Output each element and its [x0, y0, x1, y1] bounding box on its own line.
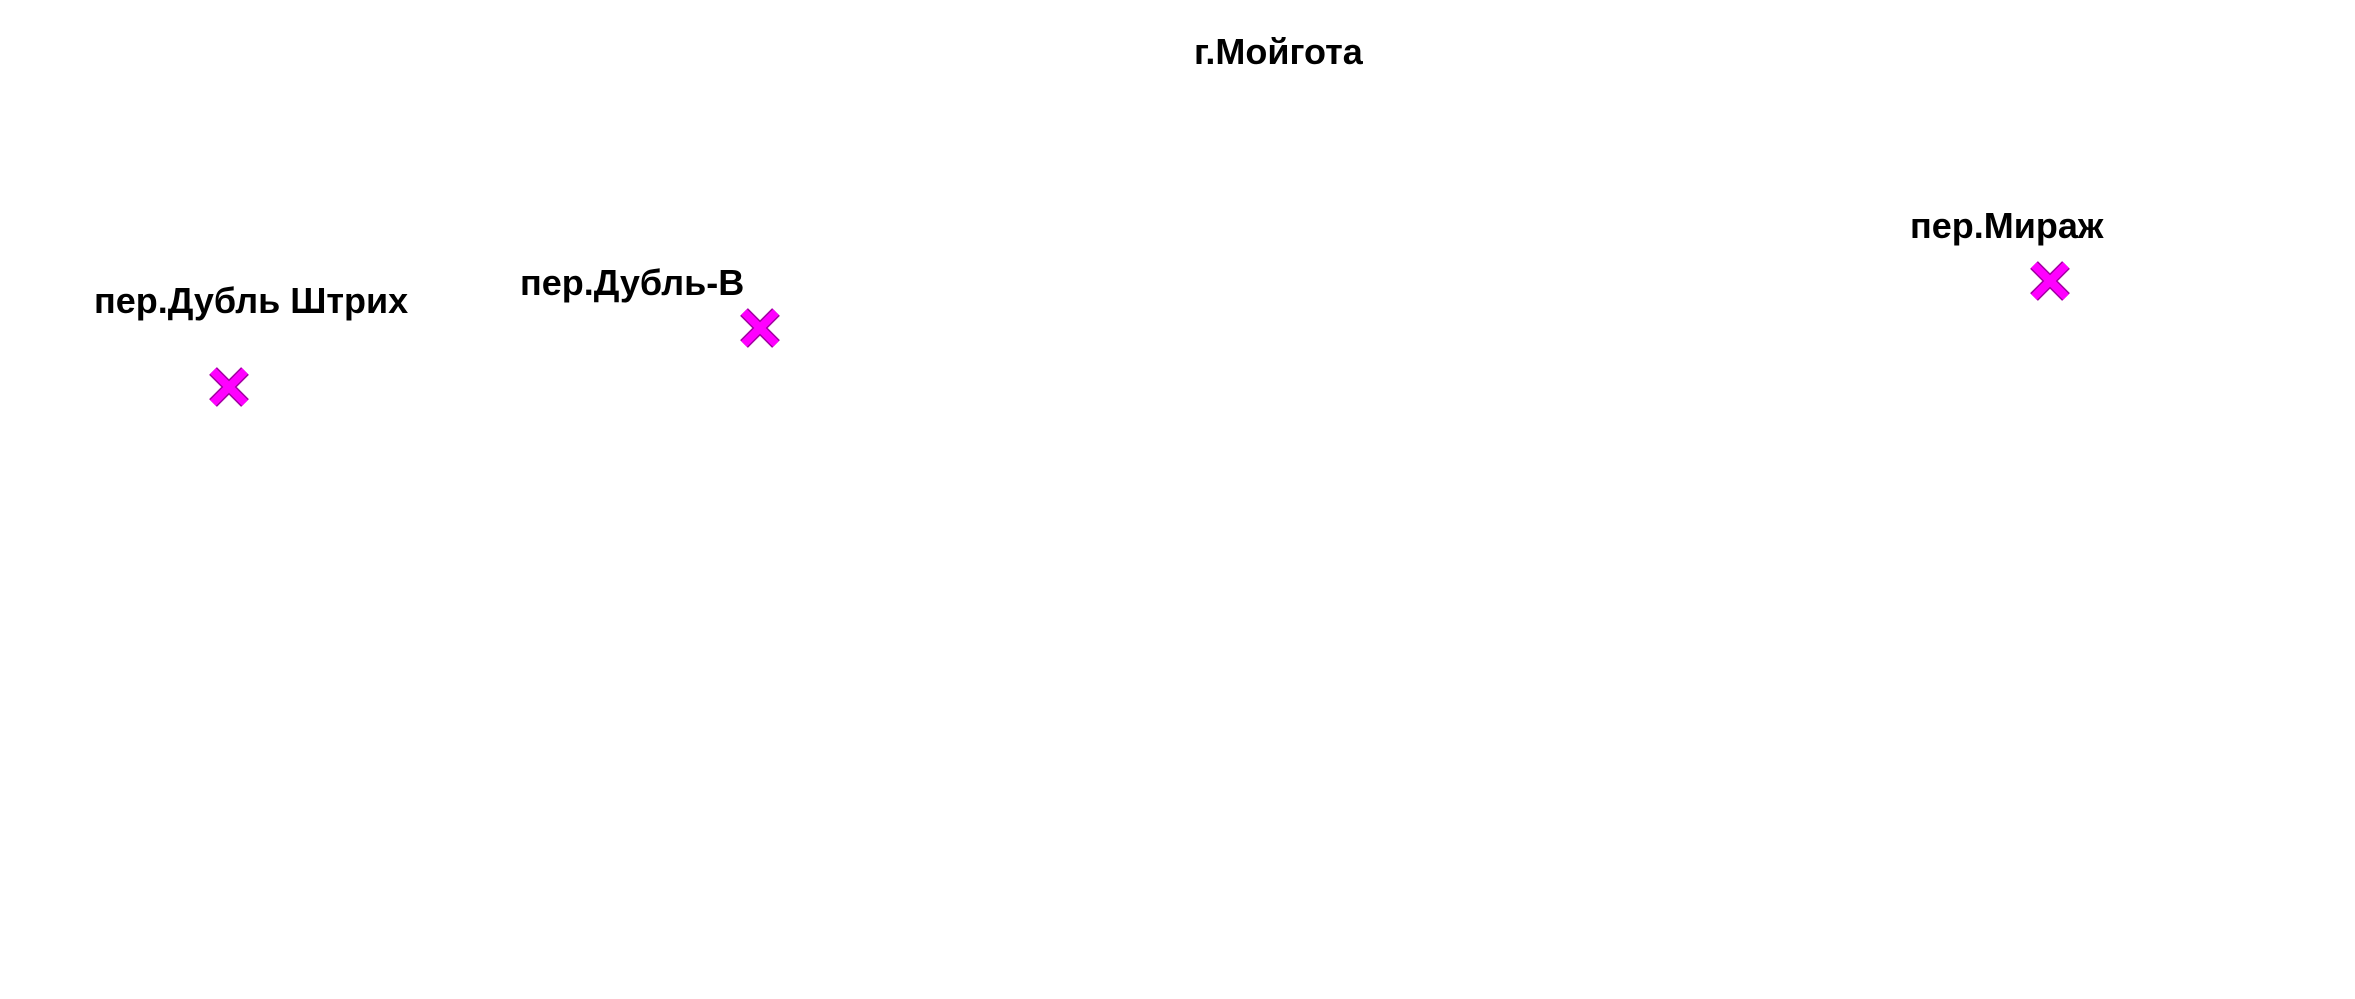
place-marker-dubl-shtrih[interactable]: [207, 365, 251, 409]
place-label-dubl-shtrih: пер.Дубль Штрих: [94, 280, 409, 321]
place-label-mirazh: пер.Мираж: [1910, 205, 2104, 246]
x-cross-icon: [209, 367, 249, 407]
place-marker-dubl-v[interactable]: [738, 306, 782, 350]
place-marker-mirazh[interactable]: [2028, 259, 2072, 303]
place-label-dubl-v: пер.Дубль-В: [520, 262, 745, 303]
x-cross-icon: [740, 308, 780, 348]
x-cross-icon: [2030, 261, 2070, 301]
map-title: г.Мойгота: [1194, 31, 1363, 72]
